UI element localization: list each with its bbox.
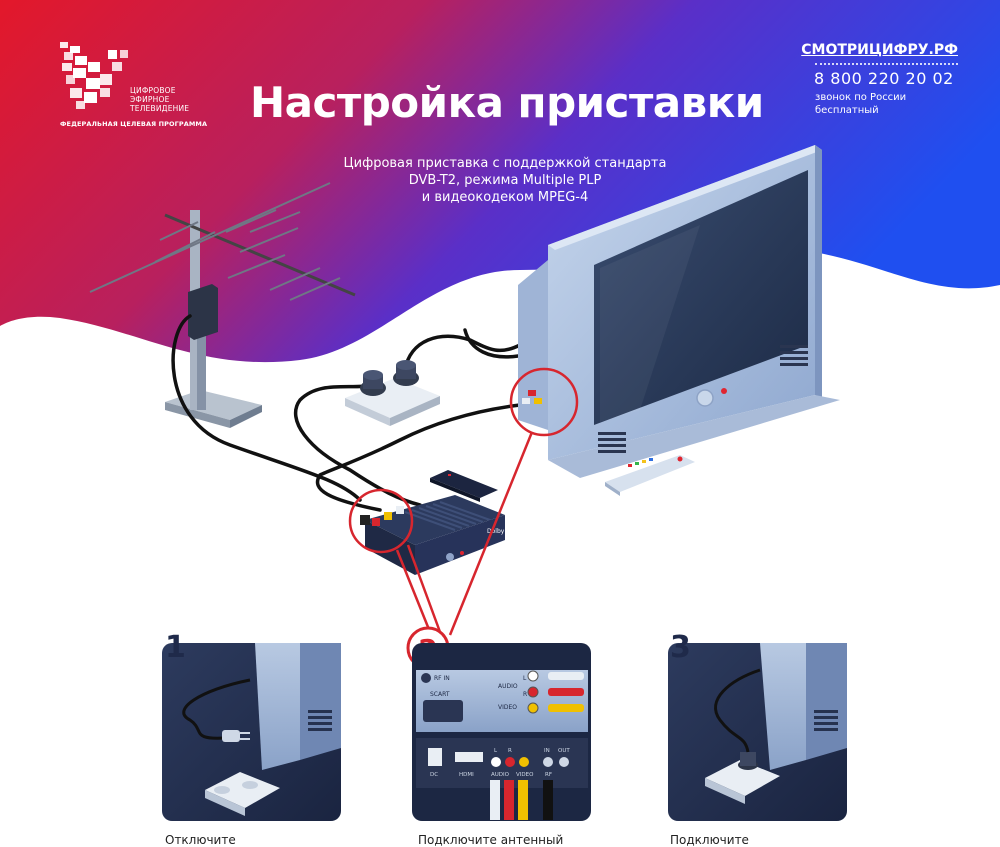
logo-icon	[60, 42, 128, 109]
step-3-number: 3	[670, 630, 691, 665]
callout-lines	[348, 367, 579, 636]
hotline-note-line: звонок по России	[815, 92, 907, 103]
label-audio: AUDIO	[498, 683, 518, 690]
tv-illustration	[518, 145, 840, 478]
set-top-box-illustration: Dolby	[365, 495, 505, 575]
label-audio-r: R	[523, 691, 527, 698]
tv-connectors-illustration	[522, 390, 542, 404]
contact-divider	[815, 63, 958, 65]
label-r: R	[508, 748, 512, 754]
page-title: Настройка приставки	[250, 78, 764, 127]
brand-line-2: ЭФИРНОЕ	[130, 95, 170, 104]
hotline-note-line: бесплатный	[815, 105, 879, 116]
box-logo: Dolby	[487, 528, 505, 535]
step-panel-2: RF IN SCART AUDIO VIDEO L R DC HDMI L R …	[412, 643, 591, 821]
header-background	[0, 0, 1000, 363]
step-1-caption: Отключите	[165, 833, 236, 847]
step-panel-1	[162, 643, 341, 821]
label-l: L	[494, 748, 498, 754]
label-out: OUT	[558, 748, 570, 754]
label-scart: SCART	[430, 691, 450, 698]
site-link[interactable]: СМОТРИЦИФРУ.РФ	[801, 42, 958, 58]
label-rf: RF	[545, 772, 552, 778]
hotline-phone[interactable]: 8 800 220 20 02	[814, 69, 954, 88]
label-audio-l: L	[523, 675, 527, 682]
box-remote-illustration	[430, 470, 498, 502]
subtitle-line: Цифровая приставка с поддержкой стандарт…	[343, 156, 667, 171]
power-strip	[345, 360, 440, 426]
label-hdmi: HDMI	[459, 772, 474, 778]
box-connectors-illustration	[360, 506, 404, 526]
hotline-note: звонок по России бесплатный	[815, 91, 925, 117]
label-audio-bottom: AUDIO	[491, 772, 510, 778]
label-rf-in: RF IN	[434, 675, 450, 682]
subtitle-line: DVB-T2, режима Multiple PLP	[408, 173, 602, 188]
page-subtitle: Цифровая приставка с поддержкой стандарт…	[330, 155, 680, 206]
label-in: IN	[544, 748, 550, 754]
step-1-number: 1	[165, 630, 186, 665]
brand-line-1: ЦИФРОВОЕ	[130, 86, 176, 95]
label-dc: DC	[430, 772, 438, 778]
step-3-caption: Подключите	[670, 833, 749, 847]
label-video-bottom: VIDEO	[516, 772, 534, 778]
subtitle-line: и видеокодеком MPEG-4	[421, 190, 589, 205]
step-2-caption: Подключите антенный	[418, 833, 564, 847]
label-video: VIDEO	[498, 704, 517, 711]
antenna-illustration	[89, 182, 356, 428]
step-panel-3	[668, 643, 847, 821]
brand-program: ФЕДЕРАЛЬНАЯ ЦЕЛЕВАЯ ПРОГРАММА	[60, 120, 208, 128]
brand-line-3: ТЕЛЕВИДЕНИЕ	[130, 104, 190, 113]
tv-remote-illustration	[605, 455, 695, 496]
